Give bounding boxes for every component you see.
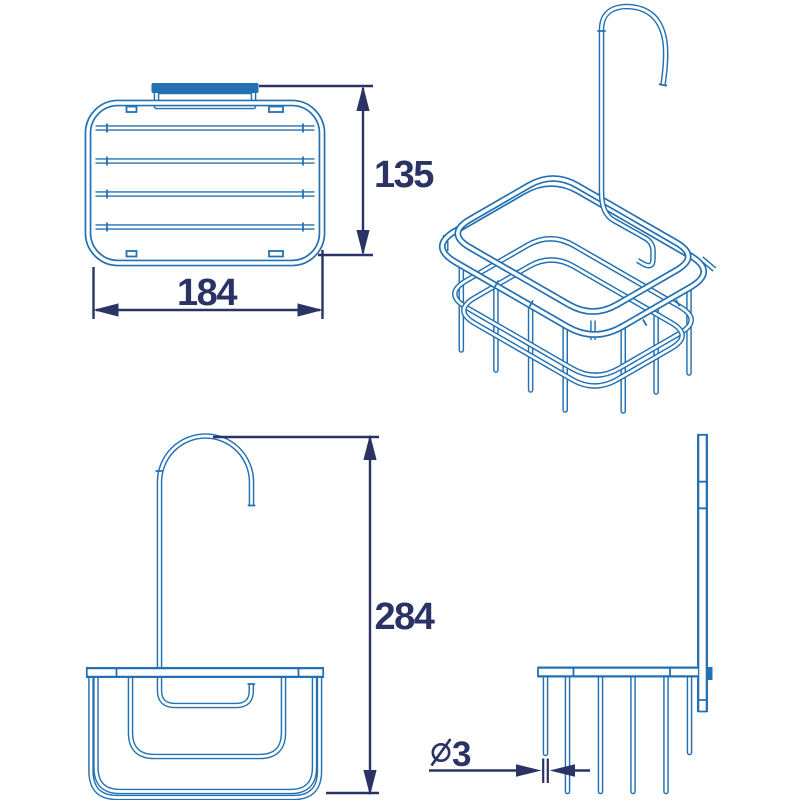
wire-weld-ticks — [106, 105, 304, 258]
back-bar-ticks — [697, 433, 708, 713]
extension-lines — [213, 435, 379, 795]
hook-back-bar — [698, 434, 707, 712]
dimension-184: 184 — [92, 250, 324, 319]
front-view-soap-basket — [88, 83, 322, 263]
dimension-value-135: 135 — [374, 154, 434, 196]
dimension-value-184: 184 — [177, 272, 237, 314]
hook-wire — [160, 436, 252, 706]
arrowhead-up — [363, 434, 377, 460]
arrowhead-down — [356, 230, 370, 256]
hook-end-cap-ticks — [597, 30, 668, 87]
dimension-135: 135 — [259, 84, 436, 257]
arrowhead-down — [363, 770, 377, 796]
hook-clip-block — [706, 667, 713, 680]
dimension-value-3: 3 — [452, 735, 471, 774]
rim-weld-ticks — [494, 280, 681, 327]
dimension-value-284: 284 — [375, 596, 435, 638]
arrowhead-right — [297, 303, 323, 317]
hook-end-cap-ticks — [155, 470, 256, 685]
perspective-view-basket-with-hook — [442, 7, 714, 412]
front-view-basket-with-hook — [86, 436, 324, 798]
basket-rim-wires — [442, 179, 704, 335]
hanging-hook-wire — [597, 7, 667, 266]
rim-band-side — [538, 667, 699, 677]
diameter-symbol-icon — [430, 738, 452, 767]
mounting-tab-cap — [151, 83, 259, 93]
arrowhead-left — [93, 303, 119, 317]
extension-lines — [92, 250, 324, 319]
dimension-wire-diameter-3: 3 — [429, 735, 590, 783]
extension-lines — [259, 84, 373, 257]
arrowhead-left — [549, 764, 575, 777]
arrowhead-right — [516, 764, 542, 777]
dimension-284: 284 — [213, 434, 436, 796]
basket-horizontal-wires — [96, 128, 315, 227]
arrowhead-up — [356, 85, 370, 111]
rim-band-side-ticks — [537, 667, 671, 677]
wire-width-ticks — [542, 758, 549, 783]
rim-band — [86, 667, 324, 677]
rim-band-ticks — [85, 667, 325, 678]
nested-u-wires — [91, 678, 320, 798]
side-view-basket-with-hook — [538, 434, 713, 792]
